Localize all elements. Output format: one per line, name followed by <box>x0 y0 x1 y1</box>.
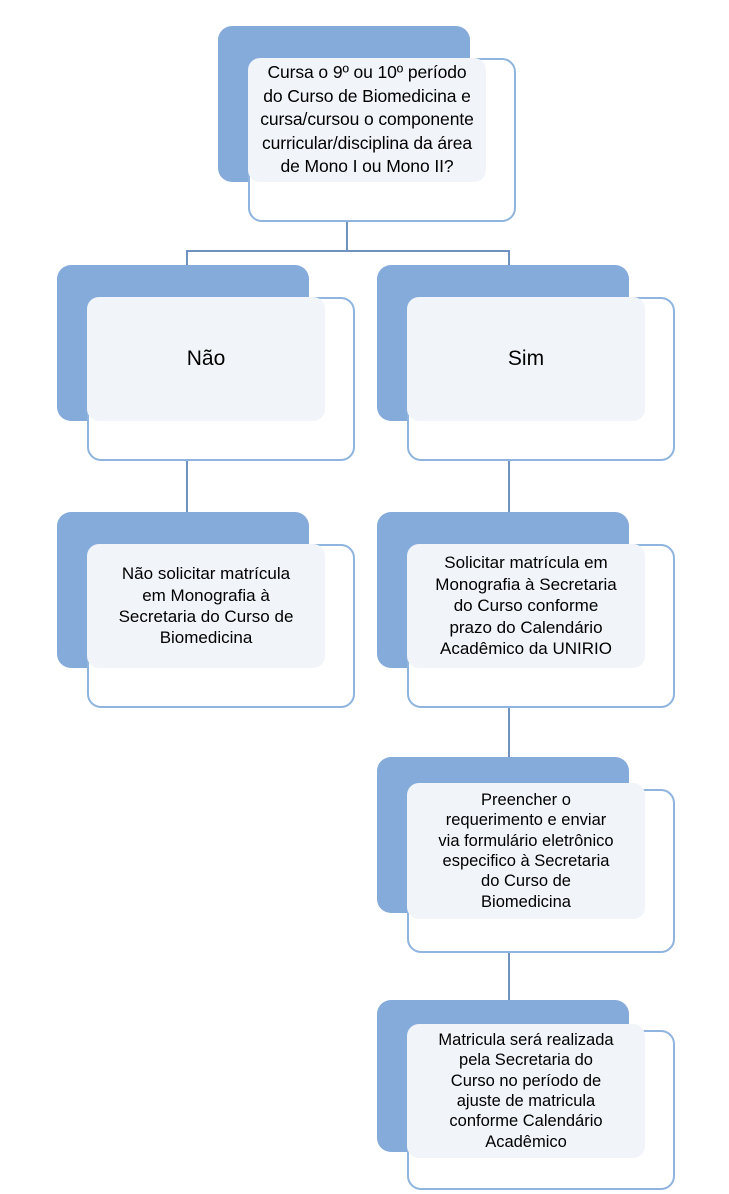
node-body-card: Não <box>87 297 325 421</box>
node-body-card: Solicitar matrícula em Monografia à Secr… <box>407 544 645 668</box>
edge-decision-to-nao <box>186 250 188 276</box>
node-label: Solicitar matrícula em Monografia à Secr… <box>435 553 617 659</box>
edge-preencher-to-matricula <box>508 921 510 1011</box>
node-label: Preencher o requerimento e enviar via fo… <box>438 790 614 911</box>
edge-solicitar-to-preencher <box>508 676 510 768</box>
node-label: Cursa o 9º ou 10º período do Curso de Bi… <box>260 62 474 177</box>
node-matricula-realizada[interactable]: Matricula será realizada pela Secretaria… <box>377 1000 675 1190</box>
node-solicitar-matricula[interactable]: Solicitar matrícula em Monografia à Secr… <box>377 512 675 708</box>
node-branch-sim[interactable]: Sim <box>377 265 675 461</box>
edge-nao-to-nao-result <box>186 430 188 522</box>
edge-decision-to-sim <box>508 250 510 276</box>
node-body-card: Sim <box>407 297 645 421</box>
node-label: Sim <box>507 346 545 370</box>
node-branch-nao[interactable]: Não <box>57 265 355 461</box>
node-label: Não solicitar matrícula em Monografia à … <box>118 564 294 648</box>
node-label: Não <box>186 346 226 370</box>
node-nao-nao-solicitar-matricula[interactable]: Não solicitar matrícula em Monografia à … <box>57 512 355 708</box>
edge-sim-to-solicitar <box>508 430 510 522</box>
node-decision-period-check[interactable]: Cursa o 9º ou 10º período do Curso de Bi… <box>218 26 516 222</box>
node-preencher-requerimento[interactable]: Preencher o requerimento e enviar via fo… <box>377 757 675 953</box>
node-body-card: Cursa o 9º ou 10º período do Curso de Bi… <box>248 58 486 182</box>
node-body-card: Matricula será realizada pela Secretaria… <box>407 1024 645 1158</box>
edge-decision-split-bar <box>186 250 510 252</box>
node-label: Matricula será realizada pela Secretaria… <box>438 1030 614 1151</box>
node-body-card: Não solicitar matrícula em Monografia à … <box>87 544 325 668</box>
node-body-card: Preencher o requerimento e enviar via fo… <box>407 783 645 919</box>
